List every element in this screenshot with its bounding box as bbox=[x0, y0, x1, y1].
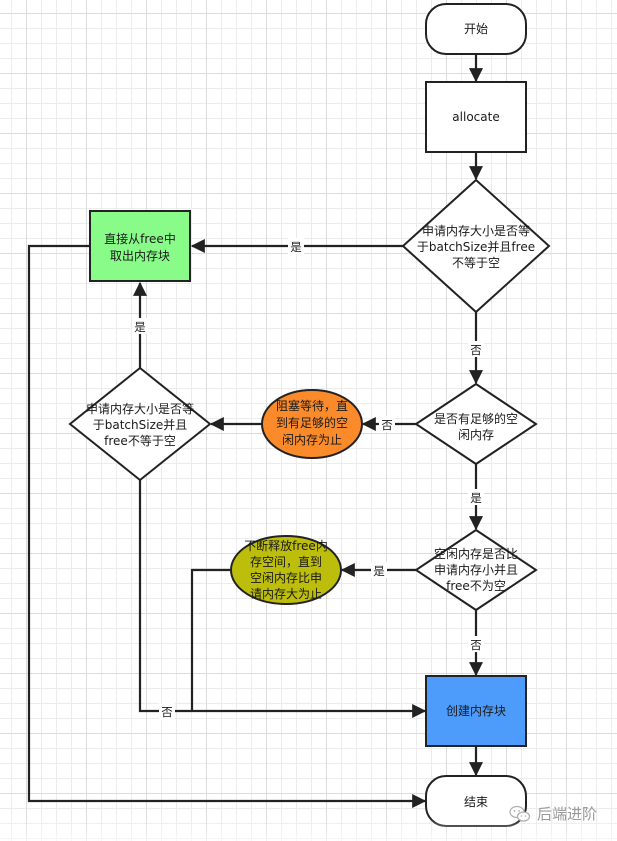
node-release-free-line: 空闲内存比申 bbox=[250, 571, 322, 585]
edge-label-no: 否 bbox=[161, 705, 173, 719]
node-release-free-line: 请内存大为止 bbox=[250, 587, 322, 601]
node-enough-free-memory-line: 闲内存 bbox=[458, 428, 494, 442]
node-release-free-line: 不断释放free内 bbox=[244, 538, 328, 553]
edge-label-yes: 是 bbox=[290, 240, 302, 254]
node-block-wait-line: 闲内存为止 bbox=[282, 433, 342, 447]
edge-label-yes: 是 bbox=[373, 564, 385, 578]
edge-recheck-create-no bbox=[138, 480, 427, 718]
node-release-free[interactable]: 不断释放free内 存空间，直到 空闲内存比申 请内存大为止 bbox=[230, 535, 342, 605]
node-free-smaller-check[interactable]: 空闲内存是否比 申请内存小并且 free不为空 bbox=[414, 528, 538, 612]
node-free-smaller-check-line: 申请内存小并且 bbox=[434, 563, 518, 577]
wechat-icon bbox=[509, 805, 531, 822]
node-free-smaller-check-line: free不为空 bbox=[446, 579, 506, 593]
node-take-from-free-line: 直接从free中 bbox=[104, 231, 176, 246]
node-take-from-free-line: 取出内存块 bbox=[110, 249, 170, 263]
node-recheck-batch-size[interactable]: 申请内存大小是否等 于batchSize并且 free不等于空 bbox=[68, 366, 212, 482]
edge-label-yes: 是 bbox=[470, 491, 482, 505]
edges bbox=[27, 54, 483, 808]
edge-labels: 是 否 否 是 是 是 否 否 bbox=[132, 238, 484, 719]
node-recheck-batch-size-line: free不等于空 bbox=[104, 434, 176, 448]
node-take-from-free[interactable]: 直接从free中 取出内存块 bbox=[89, 210, 191, 282]
node-start-label: 开始 bbox=[464, 22, 488, 36]
node-allocate-label: allocate bbox=[452, 110, 499, 124]
node-free-smaller-check-line: 空闲内存是否比 bbox=[434, 547, 518, 561]
node-check-batch-size-line: 不等于空 bbox=[452, 256, 500, 270]
node-create-block[interactable]: 创建内存块 bbox=[425, 675, 527, 747]
node-allocate[interactable]: allocate bbox=[425, 81, 527, 153]
edge-label-no: 否 bbox=[381, 418, 393, 432]
edge-label-no: 否 bbox=[470, 638, 482, 652]
node-block-wait[interactable]: 阻塞等待，直 到有足够的空 闲内存为止 bbox=[261, 389, 363, 459]
edge-release-create bbox=[190, 568, 230, 711]
node-block-wait-line: 阻塞等待，直 bbox=[276, 398, 348, 413]
watermark-text: 后端进阶 bbox=[536, 805, 597, 823]
edge-label-no: 否 bbox=[470, 343, 482, 357]
node-recheck-batch-size-line: 于batchSize并且 bbox=[93, 418, 188, 432]
edge-label-yes: 是 bbox=[134, 320, 146, 334]
node-recheck-batch-size-line: 申请内存大小是否等 bbox=[86, 402, 194, 416]
node-end[interactable]: 结束 bbox=[425, 775, 527, 827]
edge-take-end bbox=[27, 244, 427, 808]
node-check-batch-size-line: 申请内存大小是否等 bbox=[422, 224, 530, 238]
node-create-block-label: 创建内存块 bbox=[446, 704, 506, 718]
node-start[interactable]: 开始 bbox=[425, 3, 527, 55]
node-end-label: 结束 bbox=[464, 795, 488, 809]
node-release-free-line: 存空间，直到 bbox=[250, 555, 322, 569]
node-block-wait-line: 到有足够的空 bbox=[276, 415, 348, 430]
node-enough-free-memory[interactable]: 是否有足够的空 闲内存 bbox=[414, 382, 538, 466]
node-check-batch-size[interactable]: 申请内存大小是否等 于batchSize并且free 不等于空 bbox=[401, 178, 551, 314]
watermark: 后端进阶 bbox=[509, 803, 597, 824]
node-enough-free-memory-line: 是否有足够的空 bbox=[434, 411, 518, 426]
node-check-batch-size-line: 于batchSize并且free bbox=[417, 240, 535, 254]
